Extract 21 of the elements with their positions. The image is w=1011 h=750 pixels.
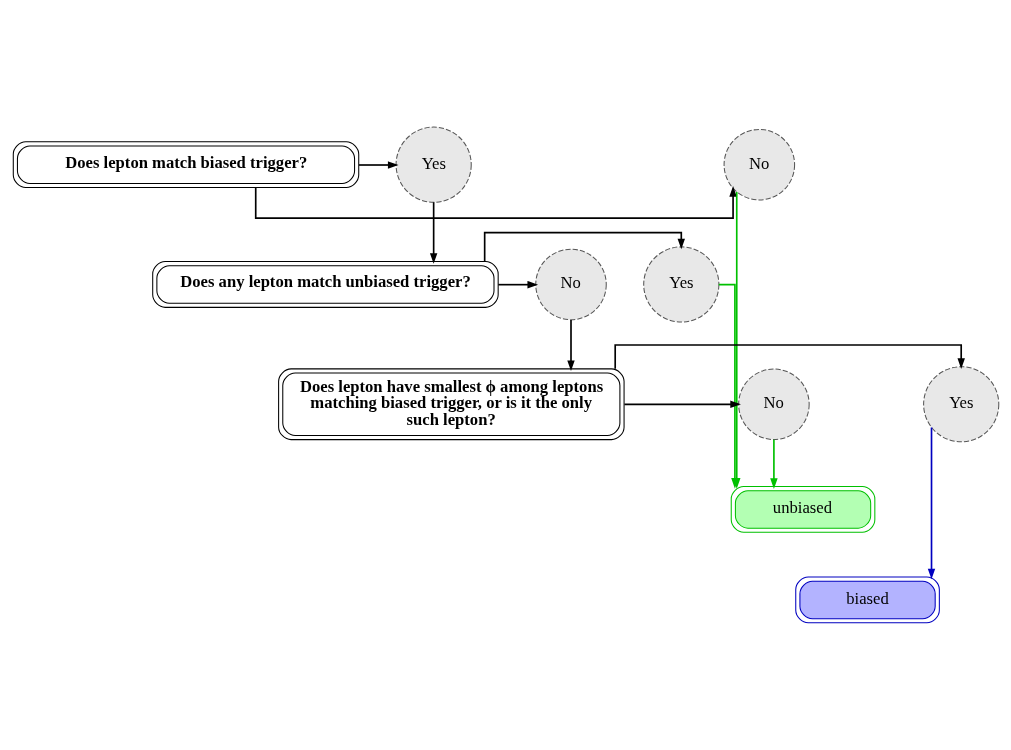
arrow [566,319,575,372]
node-circle: Yes [922,366,999,443]
node-circle: No [534,248,607,321]
arrow [613,344,965,370]
node-circle: Yes [642,246,719,323]
arrow [429,201,437,264]
arrow [483,231,685,263]
arrow [497,280,538,289]
node-circle: Yes [395,126,472,203]
node-box: Does lepton match biased trigger? [12,141,359,189]
arrow [357,161,399,169]
node-box: Does any lepton match unbiased trigger? [151,261,499,308]
arrow [623,400,741,409]
arrow [254,186,737,219]
arrow [927,426,935,580]
arrow [769,439,778,489]
node-box: Does lepton have smallest ϕ among leptons matching biased trigger, or is it the only such lepton? [277,368,625,441]
node-circle: No [723,128,795,201]
node-box: biased [794,576,940,624]
node-circle: No [737,368,810,441]
node-box: unbiased [730,486,875,533]
